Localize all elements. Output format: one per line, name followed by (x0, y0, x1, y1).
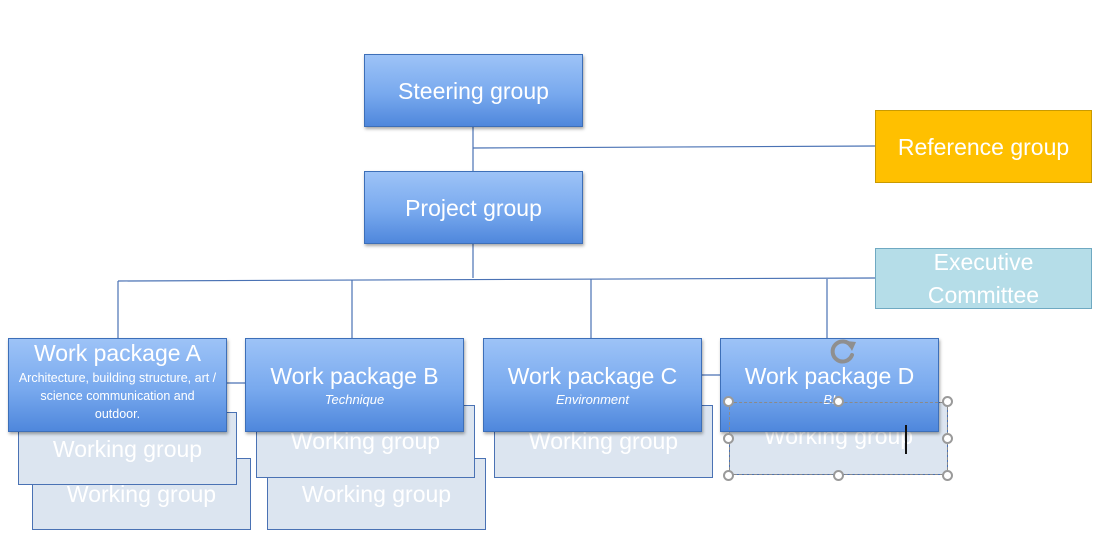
resize-handle-top-middle[interactable] (833, 396, 844, 407)
executive-committee-box[interactable]: Executive Committee (875, 248, 1092, 309)
executive-committee-label: Executive Committee (927, 248, 1040, 308)
work-package-a-box[interactable]: Work package A Architecture, building st… (8, 338, 227, 432)
work-package-d-subtitle: BI (823, 392, 836, 407)
work-package-c-subtitle: Environment (556, 392, 629, 407)
work-package-d-box[interactable]: Work package D BI (720, 338, 939, 432)
working-group-label: Working group (290, 428, 441, 454)
resize-handle-bottom-right[interactable] (942, 470, 953, 481)
work-package-c-title: Work package C (507, 363, 678, 389)
work-package-b-box[interactable]: Work package B Technique (245, 338, 464, 432)
resize-handle-bottom-middle[interactable] (833, 470, 844, 481)
reference-group-box[interactable]: Reference group (875, 110, 1092, 183)
work-package-a-description: Architecture, building structure, art / … (18, 371, 217, 421)
working-group-label: Working group (301, 481, 452, 507)
resize-handle-top-right[interactable] (942, 396, 953, 407)
working-group-label: Working group (52, 435, 203, 462)
work-package-a-title: Work package A (33, 340, 202, 366)
resize-handle-top-left[interactable] (723, 396, 734, 407)
working-group-label: Working group (66, 481, 217, 507)
work-package-c-box[interactable]: Work package C Environment (483, 338, 702, 432)
steering-group-box[interactable]: Steering group (364, 54, 583, 127)
selection-frame (729, 402, 948, 475)
steering-group-label: Steering group (398, 77, 549, 104)
project-group-label: Project group (405, 194, 542, 221)
work-package-b-subtitle: Technique (324, 392, 385, 407)
resize-handle-bottom-left[interactable] (723, 470, 734, 481)
work-package-b-title: Work package B (270, 363, 439, 389)
project-group-box[interactable]: Project group (364, 171, 583, 244)
resize-handle-middle-right[interactable] (942, 433, 953, 444)
reference-group-label: Reference group (897, 133, 1070, 160)
resize-handle-middle-left[interactable] (723, 433, 734, 444)
work-package-d-title: Work package D (744, 363, 915, 389)
working-group-label: Working group (528, 428, 679, 454)
rotate-handle-icon[interactable] (825, 335, 859, 369)
text-cursor (905, 425, 907, 454)
